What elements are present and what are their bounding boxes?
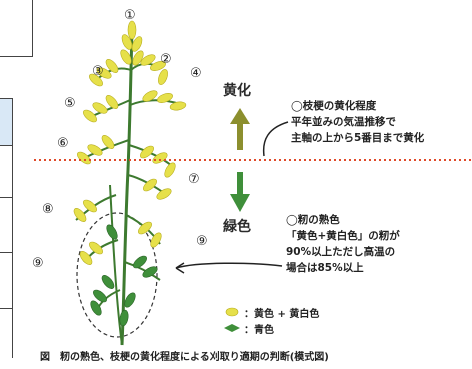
num-2: ② — [160, 52, 172, 67]
legend-swatch-green — [224, 324, 240, 332]
green-grains — [90, 224, 158, 327]
top-frame — [0, 0, 33, 57]
note2-title: ◯籾の熟色 — [286, 214, 340, 226]
num-3: ③ — [92, 64, 104, 79]
label-yellowing: 黄化 — [223, 83, 251, 99]
legend-green-label: ：青色 — [244, 325, 274, 336]
num-4: ④ — [190, 66, 202, 81]
green-region-oval — [76, 212, 158, 338]
legend-yellow-label: ：黄色 + 黄白色 — [244, 309, 320, 320]
note2-line-1: 「黄色+黄白色」の籾が — [286, 230, 400, 242]
yellow-grains — [73, 20, 187, 265]
note1-line-2: 主軸の上から5番目まで黄化 — [291, 132, 425, 144]
side-table — [0, 98, 13, 358]
note2-line-2: 90%以上ただし高温の — [286, 246, 396, 258]
pointer-note2-head — [175, 262, 185, 274]
label-green: 緑色 — [223, 219, 251, 235]
table-cell-header — [0, 98, 12, 146]
pointer-note2 — [175, 262, 283, 269]
pointer-note1 — [262, 121, 289, 157]
legend-swatch-yellow — [225, 307, 239, 317]
num-9: ⑨ — [32, 256, 44, 271]
num-7: ⑦ — [188, 172, 200, 187]
main-axis — [120, 27, 134, 346]
stem-left — [109, 184, 123, 346]
figure-caption: 図 籾の熟色、枝梗の黄化程度による刈取り適期の判断(模式図) — [40, 352, 329, 363]
down-arrow-head — [230, 194, 250, 212]
num-6: ⑥ — [57, 136, 69, 151]
num-8: ⑧ — [42, 202, 54, 217]
num-1: ① — [124, 8, 136, 23]
table-divider — [0, 252, 12, 253]
table-divider — [0, 197, 12, 198]
note2-line-3: 場合は85%以上 — [286, 262, 364, 274]
note1-line-1: 平年並みの気温推移で — [291, 116, 396, 128]
num-9-right: ⑨ — [196, 234, 208, 249]
up-arrow-head — [230, 108, 250, 124]
table-divider — [0, 308, 12, 309]
num-5: ⑤ — [64, 96, 76, 111]
note1-title: ◯枝梗の黄化程度 — [291, 100, 377, 112]
